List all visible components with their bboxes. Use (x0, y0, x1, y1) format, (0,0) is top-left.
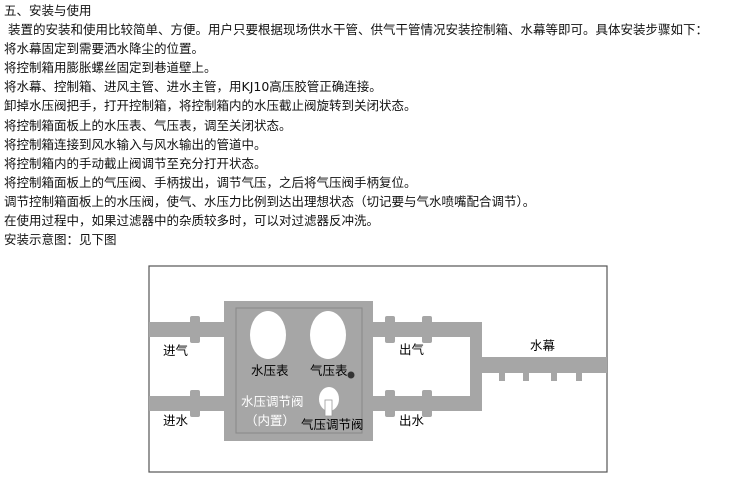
pipe-coupling (385, 316, 395, 343)
label-air-out: 出气 (399, 342, 425, 357)
step: 将控制箱用膨胀螺丝固定到巷道壁上。 (4, 60, 217, 76)
pipe-coupling (190, 316, 200, 343)
nozzle (499, 373, 505, 381)
pipe-coupling (422, 390, 432, 417)
pipes (149, 301, 607, 441)
air-gauge-icon (310, 311, 346, 359)
indicator-dot (347, 371, 355, 379)
nozzle (523, 373, 529, 381)
step: 调节控制箱面板上的水压阀，使气、水压力比例到达出理想状态（切记要与气水喷嘴配合调… (4, 193, 536, 209)
label-water-curtain: 水幕 (530, 338, 556, 353)
air-valve-handle (324, 399, 333, 417)
label-air-gauge: 气压表 (310, 363, 348, 378)
control-box (224, 301, 373, 441)
nozzle (551, 373, 557, 381)
label-water-valve-note: （内置） (245, 413, 295, 428)
step: 将水幕、控制箱、进风主管、进水主管，用KJ10高压胶管正确连接。 (4, 79, 382, 95)
nozzle (576, 373, 582, 381)
curtain-pipe (482, 357, 607, 373)
intro-paragraph: 装置的安装和使用比较简单、方便。用户只要根据现场供水干管、供气干管情况安装控制箱… (4, 22, 708, 38)
step: 在使用过程中，如果过滤器中的杂质较多时，可以对过滤器反冲洗。 (4, 213, 380, 229)
step: 将控制箱面板上的气压阀、手柄拔出，调节气压，之后将气压阀手柄复位。 (4, 174, 417, 190)
label-water-in: 进水 (163, 413, 189, 428)
pipe-coupling (190, 390, 200, 417)
merge-pipe (470, 322, 482, 411)
label-water-valve: 水压调节阀 (241, 394, 304, 409)
pipe-coupling (385, 390, 395, 417)
pipe-coupling (422, 316, 432, 343)
label-water-gauge: 水压表 (251, 363, 289, 378)
step: 将水幕固定到需要洒水降尘的位置。 (4, 41, 205, 57)
label-air-valve: 气压调节阀 (301, 417, 364, 432)
label-water-out: 出水 (399, 413, 425, 428)
step: 安装示意图：见下图 (4, 232, 117, 248)
section-heading: 五、安装与使用 (4, 3, 92, 18)
step: 将控制箱内的手动截止阀调节至充分打开状态。 (4, 155, 267, 171)
step: 卸掉水压阀把手，打开控制箱，将控制箱内的水压截止阀旋转到关闭状态。 (4, 98, 417, 114)
air-in-pipe (149, 322, 225, 337)
label-air-in: 进气 (163, 343, 189, 358)
control-panel (235, 307, 363, 434)
water-gauge-icon (250, 311, 286, 359)
step: 将控制箱面板上的水压表、气压表，调至关闭状态。 (4, 117, 292, 133)
air-valve-knob-icon (319, 387, 339, 411)
water-in-pipe (149, 396, 225, 411)
step: 将控制箱连接到风水输入与风水输出的管道中。 (4, 136, 267, 152)
instructions: 五、安装与使用 装置的安装和使用比较简单、方便。用户只要根据现场供水干管、供气干… (4, 1, 708, 249)
